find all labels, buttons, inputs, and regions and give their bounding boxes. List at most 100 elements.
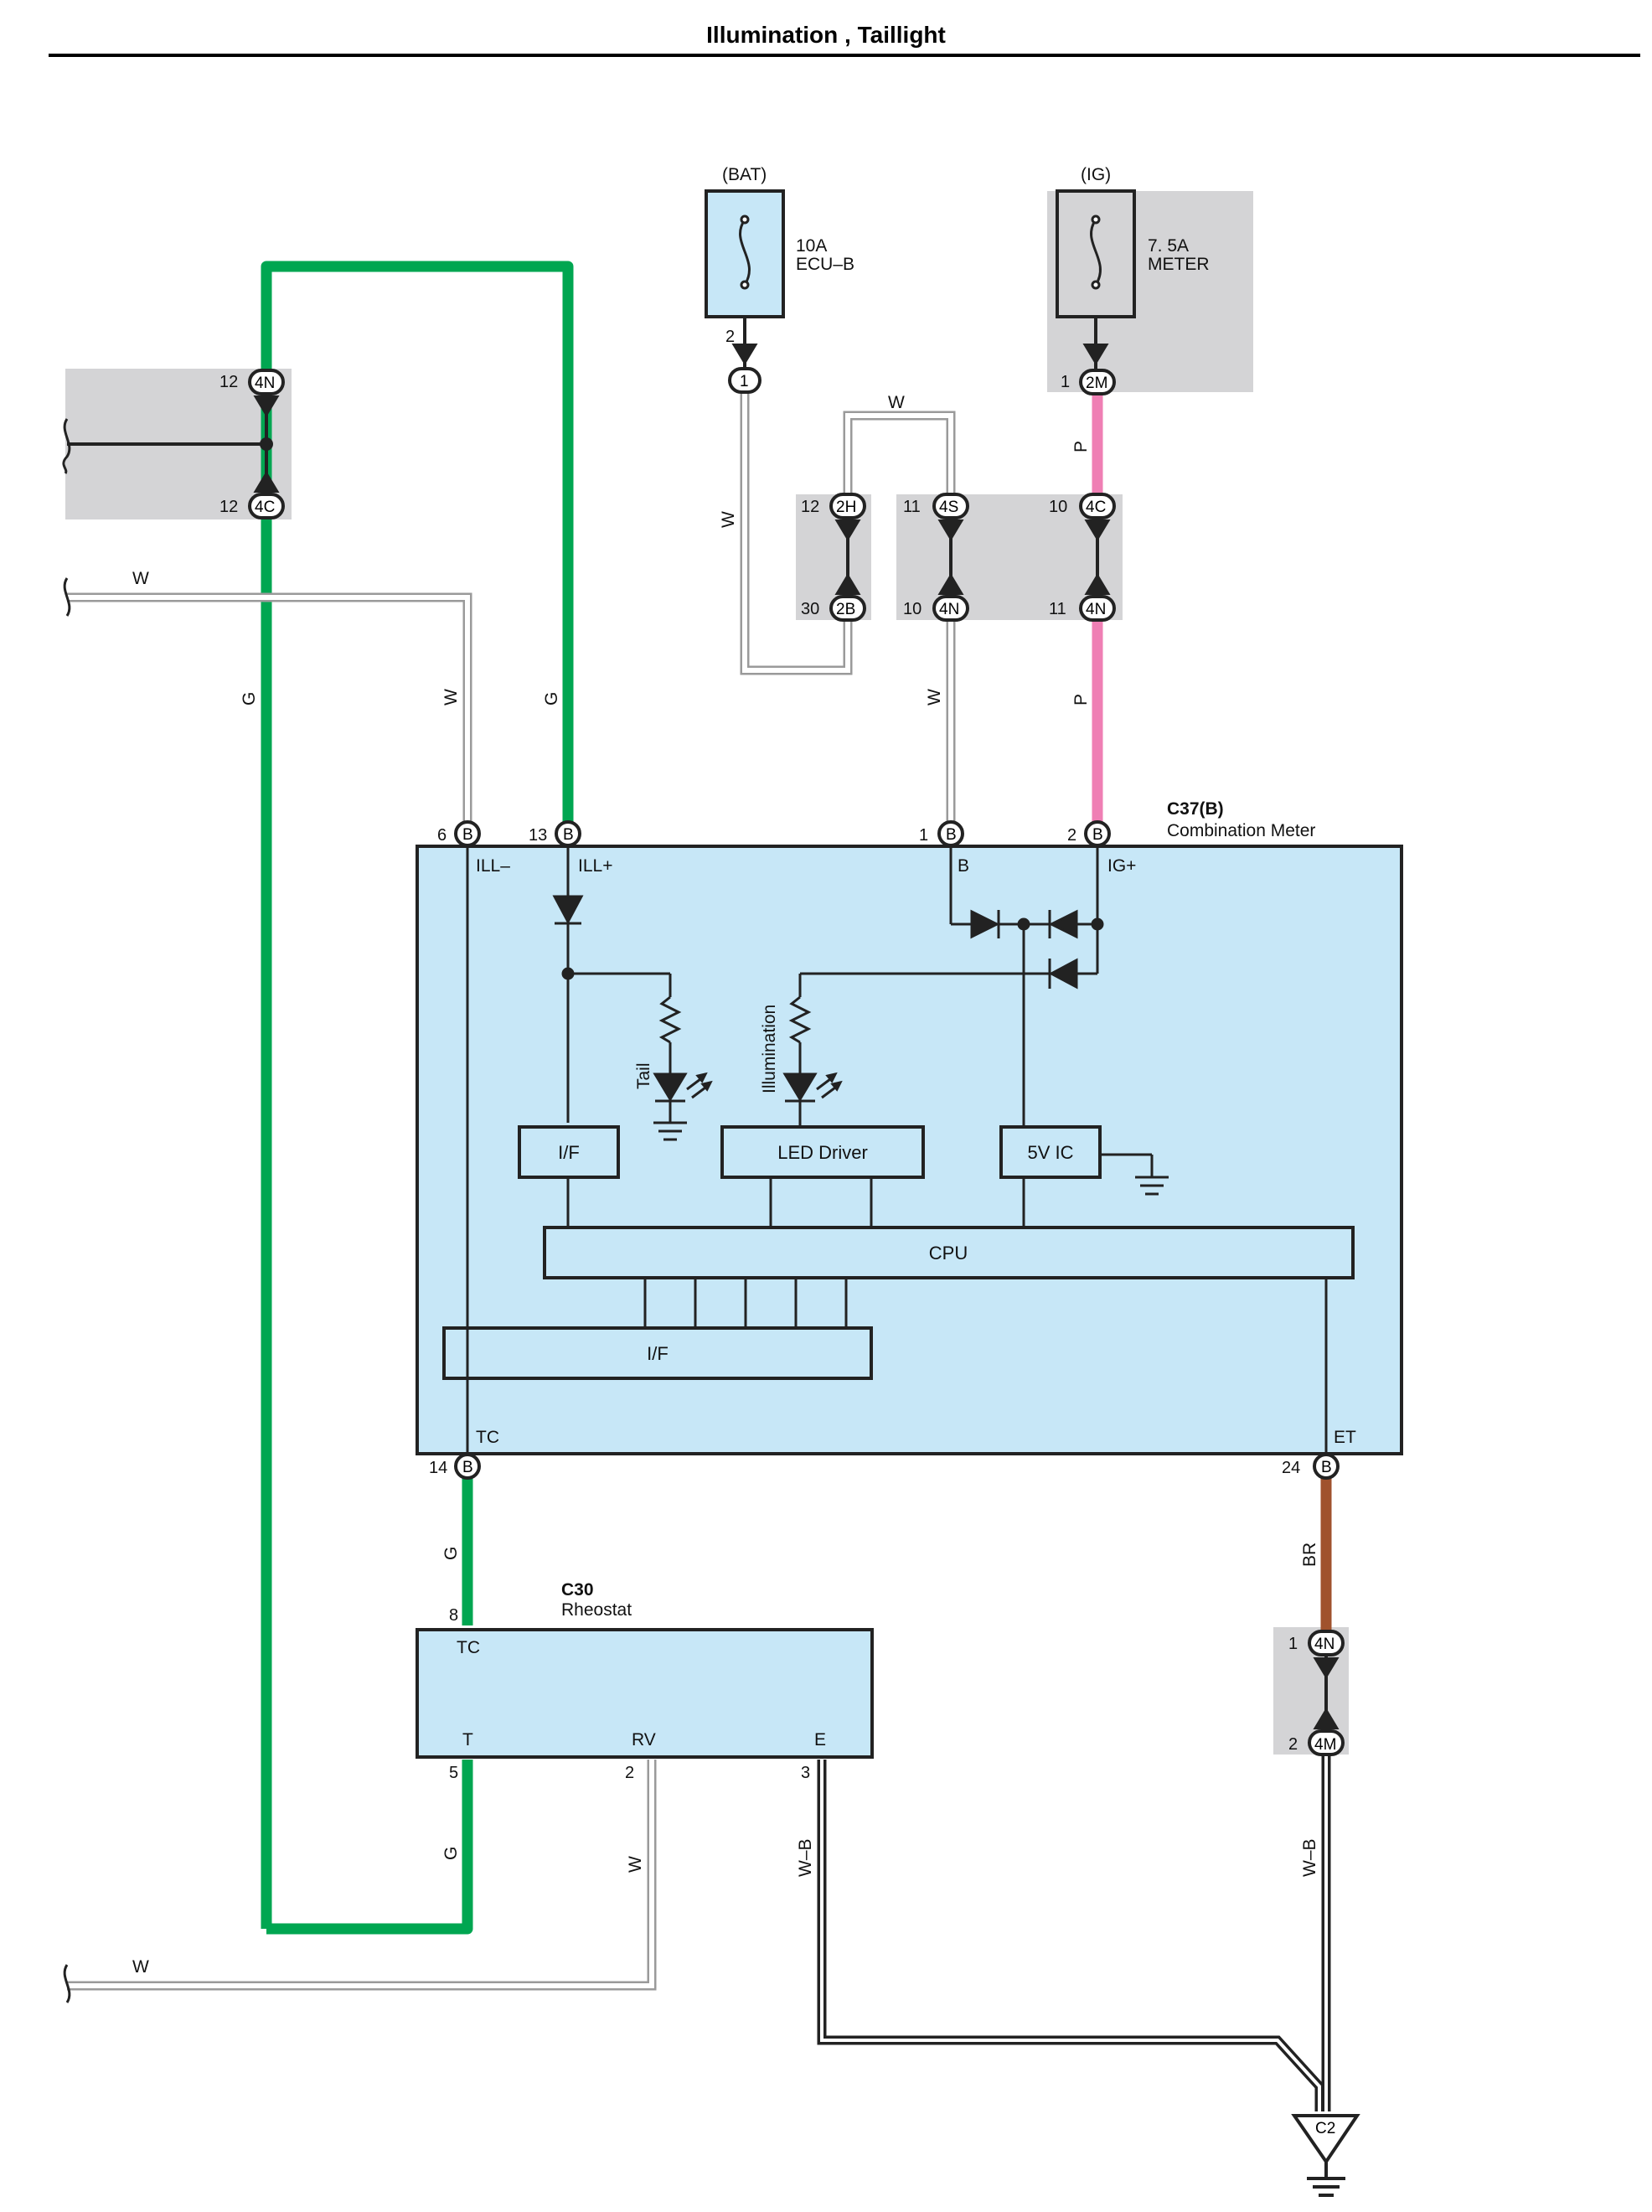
meter-pin-ill-minus-num: 6 [437, 826, 447, 845]
combination-meter-box [416, 845, 1403, 1455]
gnd-bottom-code: 4M [1314, 1736, 1336, 1754]
gnd-top-code: 4N [1314, 1636, 1335, 1653]
wire-white-black [817, 1755, 1331, 2111]
bat-fuse-name: ECU–B [796, 255, 854, 274]
j4n-right-code: 4N [1086, 601, 1106, 618]
connector-pills [248, 367, 1345, 1756]
j4c-code: 4C [1086, 499, 1106, 516]
rheostat-pin-e-label: E [814, 1730, 826, 1749]
ig-label: (IG) [1081, 165, 1111, 184]
rheostat-code: C30 [561, 1580, 594, 1600]
wire-label-w-b: W [925, 689, 944, 705]
diode-icons [552, 895, 1104, 1103]
title-rule [49, 54, 1640, 57]
connector-left-4n [248, 369, 285, 395]
wire-label-wb-left: W–B [796, 1838, 815, 1877]
connector-4n-right [1079, 595, 1116, 622]
meter-internal [466, 848, 1328, 1452]
left-top-pin: 12 [219, 373, 238, 391]
gnd-top-pin: 1 [1288, 1635, 1298, 1653]
wire-label-br: BR [1300, 1543, 1319, 1567]
connector-4s [932, 493, 969, 519]
connector-gnd-4m [1308, 1729, 1345, 1756]
wire-label-p-top: P [1071, 441, 1091, 452]
meter-pin-tc-num: 14 [429, 1459, 447, 1477]
j4s-code: 4S [939, 499, 958, 516]
led-illumination-label: Illumination [760, 1005, 779, 1093]
connector-2b [829, 595, 866, 622]
connector-bat-1 [728, 367, 761, 394]
fuse-block-ig [1047, 191, 1253, 392]
j4n-mid-pin: 10 [903, 600, 922, 618]
rheostat-box [416, 1628, 874, 1759]
connector-ig-2m [1079, 369, 1116, 395]
meter-pin-et-label: ET [1334, 1428, 1356, 1447]
meter-pin-et-num: 24 [1282, 1459, 1300, 1477]
meter-code: C37(B) [1167, 799, 1224, 819]
wire-break-icons [62, 418, 71, 2003]
connector-gnd-4n [1308, 1630, 1345, 1656]
ground-c2-icon [1291, 2114, 1360, 2197]
wire-label-w-left: W [132, 569, 149, 588]
wire-green [261, 261, 574, 1935]
wire-label-g-t: G [441, 1847, 461, 1860]
connector-2h [829, 493, 866, 519]
connector-4c-right [1079, 493, 1116, 519]
meter-pin-ill-minus-conn: B [462, 826, 473, 844]
block-if-top: I/F [558, 1142, 580, 1163]
rheostat-pin-tc-num: 8 [449, 1606, 458, 1625]
meter-blocks [442, 1125, 1355, 1380]
rheostat-pin-e-num: 3 [801, 1764, 810, 1782]
block-if-bottom: I/F [647, 1343, 669, 1364]
rheostat-pin-t-label: T [462, 1730, 473, 1749]
meter-pin-b-conn: B [946, 826, 957, 844]
ig-fuse-name: METER [1148, 255, 1210, 274]
ig-connector-label: 2M [1086, 375, 1107, 392]
meter-pin-b-label: B [958, 856, 969, 876]
rheostat-pin-rv-num: 2 [625, 1764, 634, 1782]
junction-arrows [67, 317, 1340, 1731]
left-bottom-code: 4C [255, 499, 275, 516]
wire-label-w-ill: W [441, 689, 461, 705]
gnd-bottom-pin: 2 [1288, 1735, 1298, 1754]
wire-white-group [67, 385, 956, 1991]
meter-pin-b-num: 1 [919, 826, 928, 845]
led-light-rays [686, 1072, 843, 1099]
bat-fuse-pin: 2 [725, 328, 735, 346]
wire-label-w-bat: W [719, 511, 738, 528]
rheostat-pin-t-num: 5 [449, 1764, 458, 1782]
left-top-code: 4N [255, 375, 275, 392]
j4n-mid-code: 4N [939, 601, 959, 618]
meter-pin-ill-plus-label: ILL+ [578, 856, 612, 876]
meter-pin-tc-conn: B [462, 1459, 473, 1476]
meter-pin-et-conn: B [1321, 1459, 1332, 1476]
fuse-bat-icon [739, 214, 751, 290]
j2h-pin: 12 [801, 498, 819, 516]
bat-fuse-rating: 10A [796, 236, 827, 256]
j4s-pin: 11 [903, 498, 921, 516]
rheostat-pin-tc-label: TC [457, 1638, 480, 1657]
j4c-pin: 10 [1049, 498, 1067, 516]
wire-label-w-rv: W [626, 1856, 645, 1873]
rheostat-pin-rv-label: RV [632, 1730, 656, 1749]
meter-name: Combination Meter [1167, 821, 1315, 840]
ig-fuse-pin: 1 [1061, 373, 1070, 391]
bat-connector-label: 1 [740, 373, 749, 390]
fuse-ig-icon [1090, 214, 1102, 290]
wire-label-p-bottom: P [1071, 694, 1091, 705]
connector-4n-mid [932, 595, 969, 622]
j2h-code: 2H [836, 499, 856, 516]
wire-label-wb-right: W–B [1300, 1838, 1319, 1877]
ground-c2-label: C2 [1315, 2120, 1335, 2137]
block-led-driver: LED Driver [777, 1142, 868, 1163]
led-tail-label: Tail [634, 1062, 653, 1089]
j2b-pin: 30 [801, 600, 819, 618]
meter-pin-circles [454, 820, 1340, 1480]
j4n-right-pin: 11 [1049, 600, 1066, 618]
wire-label-w-top: W [888, 393, 905, 412]
left-bottom-pin: 12 [219, 498, 238, 516]
meter-pin-ig-plus-num: 2 [1067, 826, 1076, 845]
wire-label-g-tc: G [441, 1547, 461, 1560]
ig-fuse-rating: 7. 5A [1148, 236, 1189, 256]
